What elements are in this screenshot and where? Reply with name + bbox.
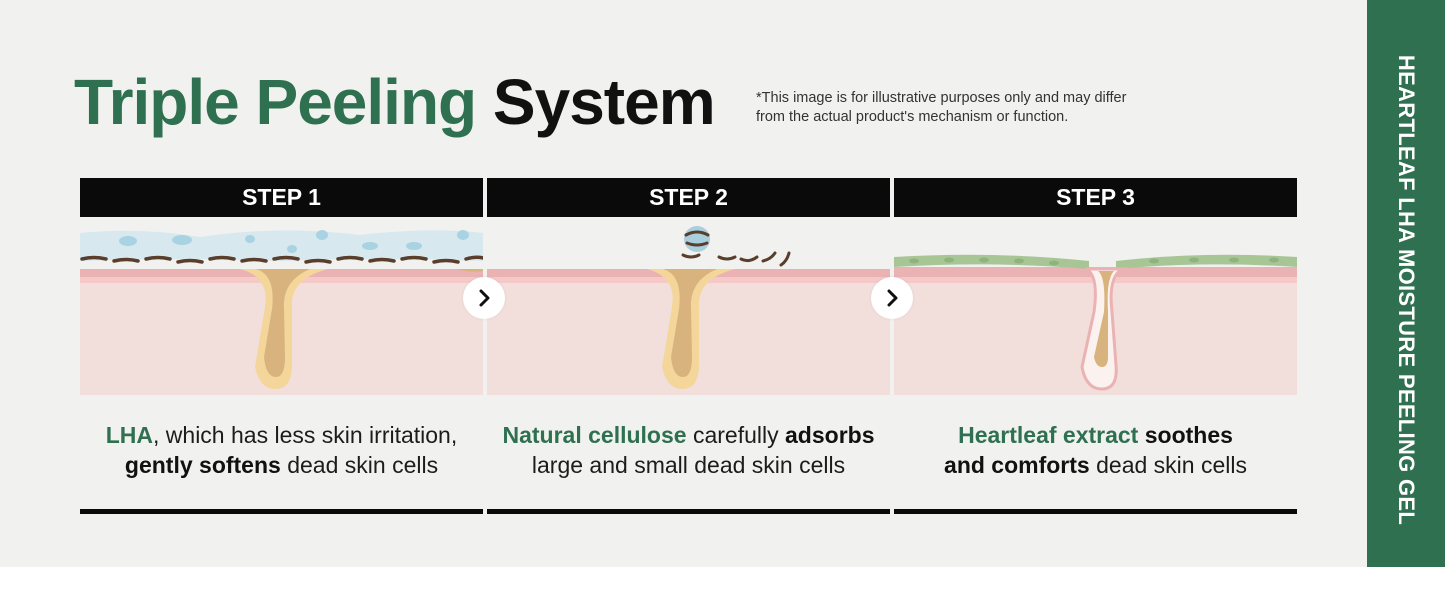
step-2-header: STEP 2 xyxy=(487,178,890,217)
step-3-caption-bold-2: and comforts xyxy=(944,452,1090,478)
disclaimer-line-2: from the actual product's mechanism or f… xyxy=(756,109,1069,125)
step-1-caption-text: , which has less skin irritation, xyxy=(153,422,458,448)
step-3-caption-highlight: Heartleaf extract xyxy=(958,422,1139,448)
disclaimer-line-1: *This image is for illustrative purposes… xyxy=(756,90,1127,106)
bottom-strip xyxy=(0,567,1445,592)
disclaimer: *This image is for illustrative purposes… xyxy=(756,89,1176,127)
page-title: Triple Peeling System xyxy=(74,66,716,138)
step-2-caption-tail: large and small dead skin cells xyxy=(531,452,846,478)
next-step-button-2[interactable] xyxy=(871,277,913,319)
step-1-caption: LHA, which has less skin irritation, gen… xyxy=(80,420,483,480)
step-3-caption-bold: soothes xyxy=(1138,422,1233,448)
side-band xyxy=(1367,0,1445,567)
title-green: Triple Peeling xyxy=(74,66,477,138)
chevron-right-icon xyxy=(887,289,898,307)
step-2-caption-text: carefully xyxy=(686,422,786,448)
step-2-caption-bold: adsorbs xyxy=(785,422,875,448)
step-1-card: STEP 1 xyxy=(80,178,483,395)
step-2-illustration xyxy=(487,217,890,395)
next-step-button-1[interactable] xyxy=(463,277,505,319)
skin-softening-illustration xyxy=(80,230,483,395)
step-1-illustration xyxy=(80,217,483,395)
title-dark: System xyxy=(492,66,716,138)
heartleaf-soothe-illustration xyxy=(894,254,1297,395)
step-1-caption-bold: gently softens xyxy=(124,452,281,478)
cellulose-adsorb-illustration xyxy=(487,226,890,395)
step-2-divider xyxy=(487,509,890,514)
step-1-header: STEP 1 xyxy=(80,178,483,217)
step-3-caption: Heartleaf extract soothes and comforts d… xyxy=(894,420,1297,480)
step-1-caption-highlight: LHA xyxy=(105,422,154,448)
step-3-divider xyxy=(894,509,1297,514)
step-3-illustration xyxy=(894,217,1297,395)
side-product-label: HEARTLEAF LHA MOISTURE PEELING GEL xyxy=(1394,54,1419,526)
step-1-caption-tail: dead skin cells xyxy=(280,452,439,478)
step-3-header: STEP 3 xyxy=(894,178,1297,217)
step-2-caption: Natural cellulose carefully adsorbs larg… xyxy=(487,420,890,480)
step-3-card: STEP 3 xyxy=(894,178,1297,395)
step-3-caption-tail: dead skin cells xyxy=(1089,452,1247,478)
step-2-caption-highlight: Natural cellulose xyxy=(502,422,687,448)
step-2-card: STEP 2 xyxy=(487,178,890,395)
chevron-right-icon xyxy=(479,289,490,307)
step-1-divider xyxy=(80,509,483,514)
